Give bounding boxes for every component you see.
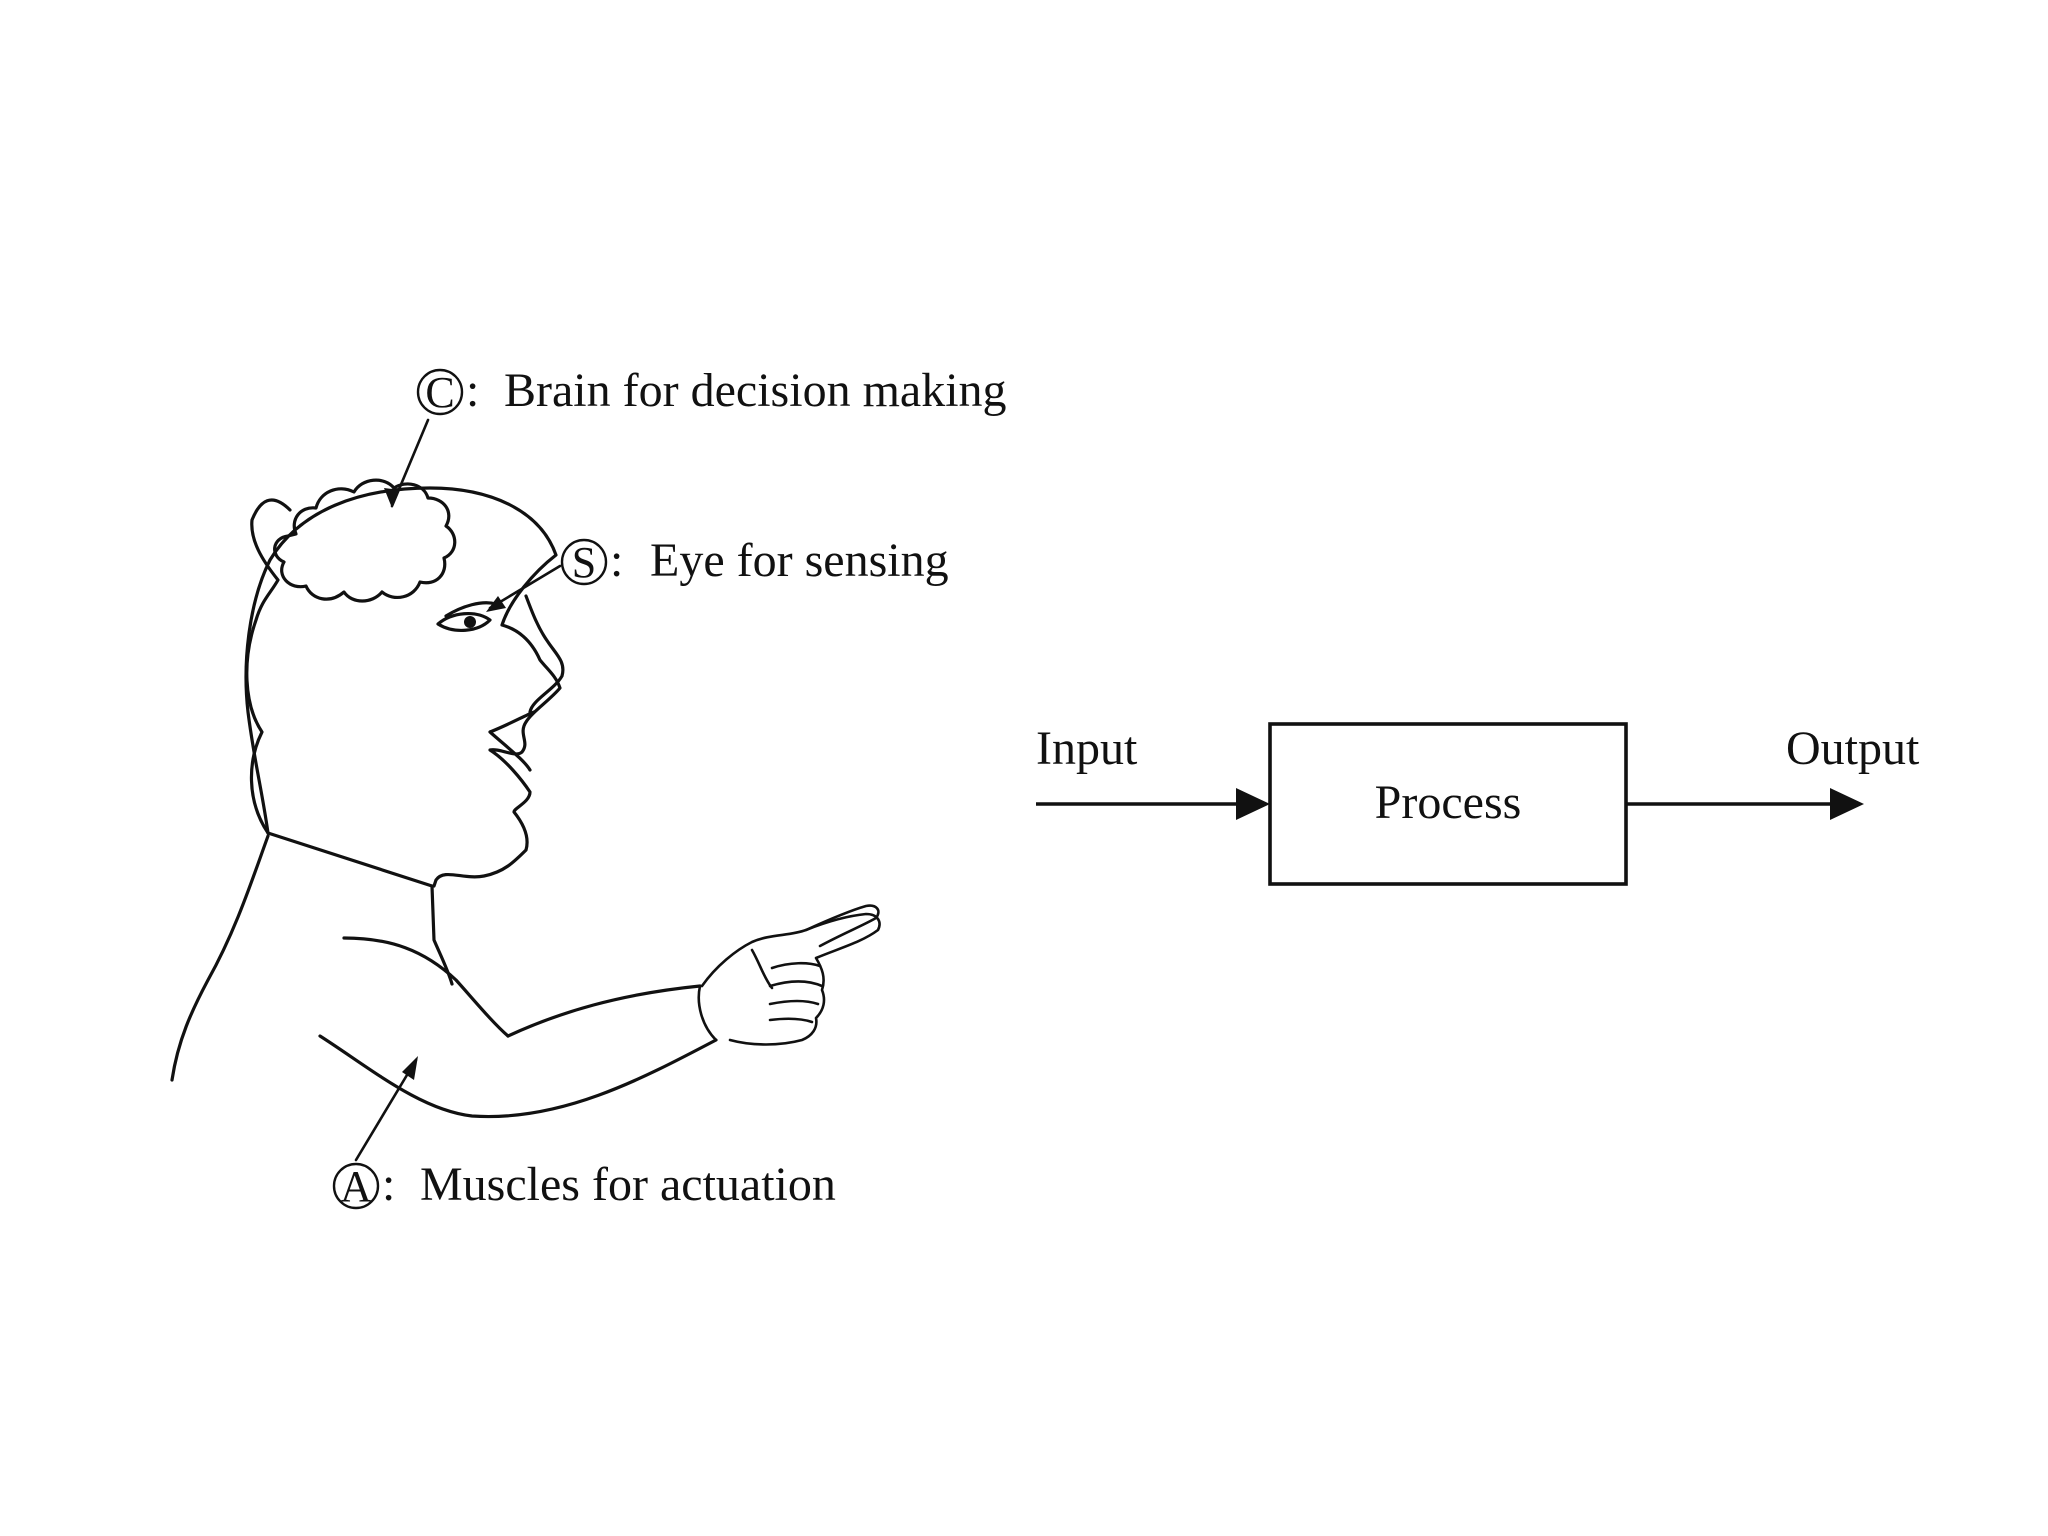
forearm-top (506, 984, 702, 1038)
face-profile (524, 594, 565, 714)
callout-s-text: Eye for sensing (650, 534, 949, 587)
process-label: Process (1375, 776, 1522, 829)
neck-front (430, 884, 454, 986)
mouth (488, 710, 536, 772)
process-block-diagram: Input Process Output (1036, 722, 1920, 886)
callout-actuator: A : Muscles for actuation (332, 1056, 836, 1211)
eye (436, 612, 492, 632)
callout-c-separator: : (466, 364, 479, 417)
index-finger (804, 904, 880, 948)
input-arrowhead (1236, 788, 1270, 820)
callout-c-symbol: C (425, 368, 454, 417)
collar-line (266, 831, 434, 888)
callout-sensor: S : Eye for sensing (486, 534, 949, 612)
eyebrow (444, 601, 498, 618)
knuckles (768, 961, 824, 1024)
callout-a-arrow-line (354, 1058, 418, 1162)
callout-controller: C : Brain for decision making (384, 364, 1007, 508)
callout-s-circle (560, 538, 608, 586)
callout-c-circle (416, 368, 464, 416)
human-figure (170, 478, 881, 1119)
shoulder (342, 936, 510, 1038)
thumb (750, 948, 774, 990)
callout-a-separator: : (382, 1158, 395, 1211)
torso-back (170, 834, 270, 1082)
output-label: Output (1786, 722, 1920, 775)
callout-c-arrowhead (384, 488, 400, 508)
head-back-outline (245, 498, 292, 835)
callout-s-separator: : (610, 534, 623, 587)
forearm-bottom (318, 1034, 718, 1119)
wrist (697, 984, 718, 1042)
input-label: Input (1036, 722, 1138, 775)
callout-a-circle (332, 1162, 380, 1210)
callout-s-arrowhead (486, 596, 506, 612)
callout-c-text: Brain for decision making (504, 364, 1007, 417)
callout-a-text: Muscles for actuation (420, 1158, 836, 1211)
pupil (464, 616, 476, 628)
output-arrowhead (1830, 788, 1864, 820)
head-outline (244, 486, 562, 888)
callout-s-symbol: S (572, 538, 596, 587)
callout-s-arrow-line (488, 564, 562, 610)
brain (273, 478, 457, 603)
hand (700, 912, 881, 1046)
callout-a-arrowhead (402, 1056, 418, 1080)
callout-a-symbol: A (340, 1162, 372, 1211)
